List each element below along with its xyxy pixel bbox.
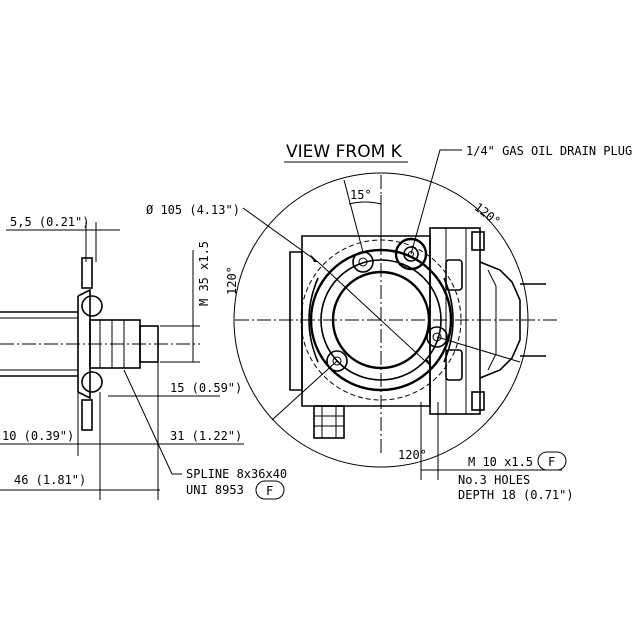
view-from-k: VIEW FROM K bbox=[146, 142, 632, 502]
drain-plug-leader bbox=[410, 149, 462, 255]
flange-slot-bottom bbox=[445, 349, 463, 381]
threaded-hole-right bbox=[426, 326, 448, 348]
drain-plug-label: 1/4" GAS OIL DRAIN PLUG bbox=[466, 144, 632, 158]
output-bell-inner bbox=[487, 269, 497, 371]
flange-bolt-top bbox=[471, 231, 485, 251]
housing-bore-ring bbox=[320, 259, 442, 381]
diameter-line bbox=[317, 261, 425, 361]
threaded-hole-bottom-left bbox=[326, 350, 348, 372]
central-bore bbox=[331, 270, 431, 370]
angle-120-bottom-label: 120° bbox=[398, 448, 427, 462]
threaded-hole-bottom-left-core bbox=[332, 356, 342, 366]
drain-plug-inner bbox=[403, 246, 419, 262]
flange-stud-bottom bbox=[81, 399, 93, 431]
drain-plug-center bbox=[408, 251, 414, 257]
angle-120-top-label: 120° bbox=[472, 200, 503, 229]
threaded-hole-top-core bbox=[358, 257, 368, 267]
dim-31-label: 31 (1.22") bbox=[170, 429, 242, 443]
housing-left-lug bbox=[289, 251, 303, 391]
holes-badge: F bbox=[548, 455, 555, 469]
housing-rib-right bbox=[443, 277, 454, 363]
holes-depth-label: DEPTH 18 (0.71") bbox=[458, 488, 574, 502]
spline-badge: F bbox=[266, 484, 273, 498]
threaded-hole-right-core bbox=[432, 332, 442, 342]
m35-label: M 35 x1.5 bbox=[197, 241, 211, 306]
side-section: M 35 x1.5 5,5 (0.21") 15 (0.59") 10 (0.3… bbox=[0, 215, 287, 500]
dim-46-label: 46 (1.81") bbox=[14, 473, 86, 487]
angle-120-bottom-right-leader bbox=[436, 336, 521, 363]
flange-bolt-bottom bbox=[471, 391, 485, 411]
mounting-flange bbox=[429, 227, 481, 415]
bottom-plug bbox=[313, 405, 345, 439]
dim-10-label: 10 (0.39") bbox=[2, 429, 74, 443]
spline-badge-frame bbox=[255, 480, 285, 500]
output-bell bbox=[479, 261, 521, 379]
dim-5-5-label: 5,5 (0.21") bbox=[10, 215, 89, 229]
angle-120-bottom-left-leader bbox=[271, 360, 338, 421]
holes-count-label: No.3 HOLES bbox=[458, 473, 530, 487]
diameter-leader bbox=[242, 207, 319, 263]
bearing-top bbox=[81, 295, 103, 317]
holes-badge-frame bbox=[537, 451, 567, 471]
diameter-arrow-top bbox=[310, 254, 318, 262]
shaft-nut bbox=[139, 325, 159, 363]
diameter-label: Ø 105 (4.13") bbox=[146, 203, 240, 217]
spline-standard-label: UNI 8953 bbox=[186, 483, 244, 497]
angle-120-left-label: 120° bbox=[225, 266, 239, 295]
view-title: VIEW FROM K bbox=[286, 142, 403, 162]
housing-rib-left bbox=[308, 277, 319, 363]
bearing-bottom bbox=[81, 371, 103, 393]
flange-stud-top bbox=[81, 257, 93, 289]
dim-15-label: 15 (0.59") bbox=[170, 381, 242, 395]
angle-15-arc bbox=[348, 201, 382, 205]
angle-15-label: 15° bbox=[350, 188, 372, 202]
diameter-arrow-bottom bbox=[424, 360, 432, 368]
flange-slot-top bbox=[445, 259, 463, 291]
holes-thread-label: M 10 x1.5 bbox=[468, 455, 533, 469]
angle-15-leg bbox=[343, 179, 364, 253]
spline-label: SPLINE 8x36x40 bbox=[186, 467, 287, 481]
drain-plug-outer bbox=[394, 237, 428, 271]
spline-leader bbox=[123, 369, 182, 475]
